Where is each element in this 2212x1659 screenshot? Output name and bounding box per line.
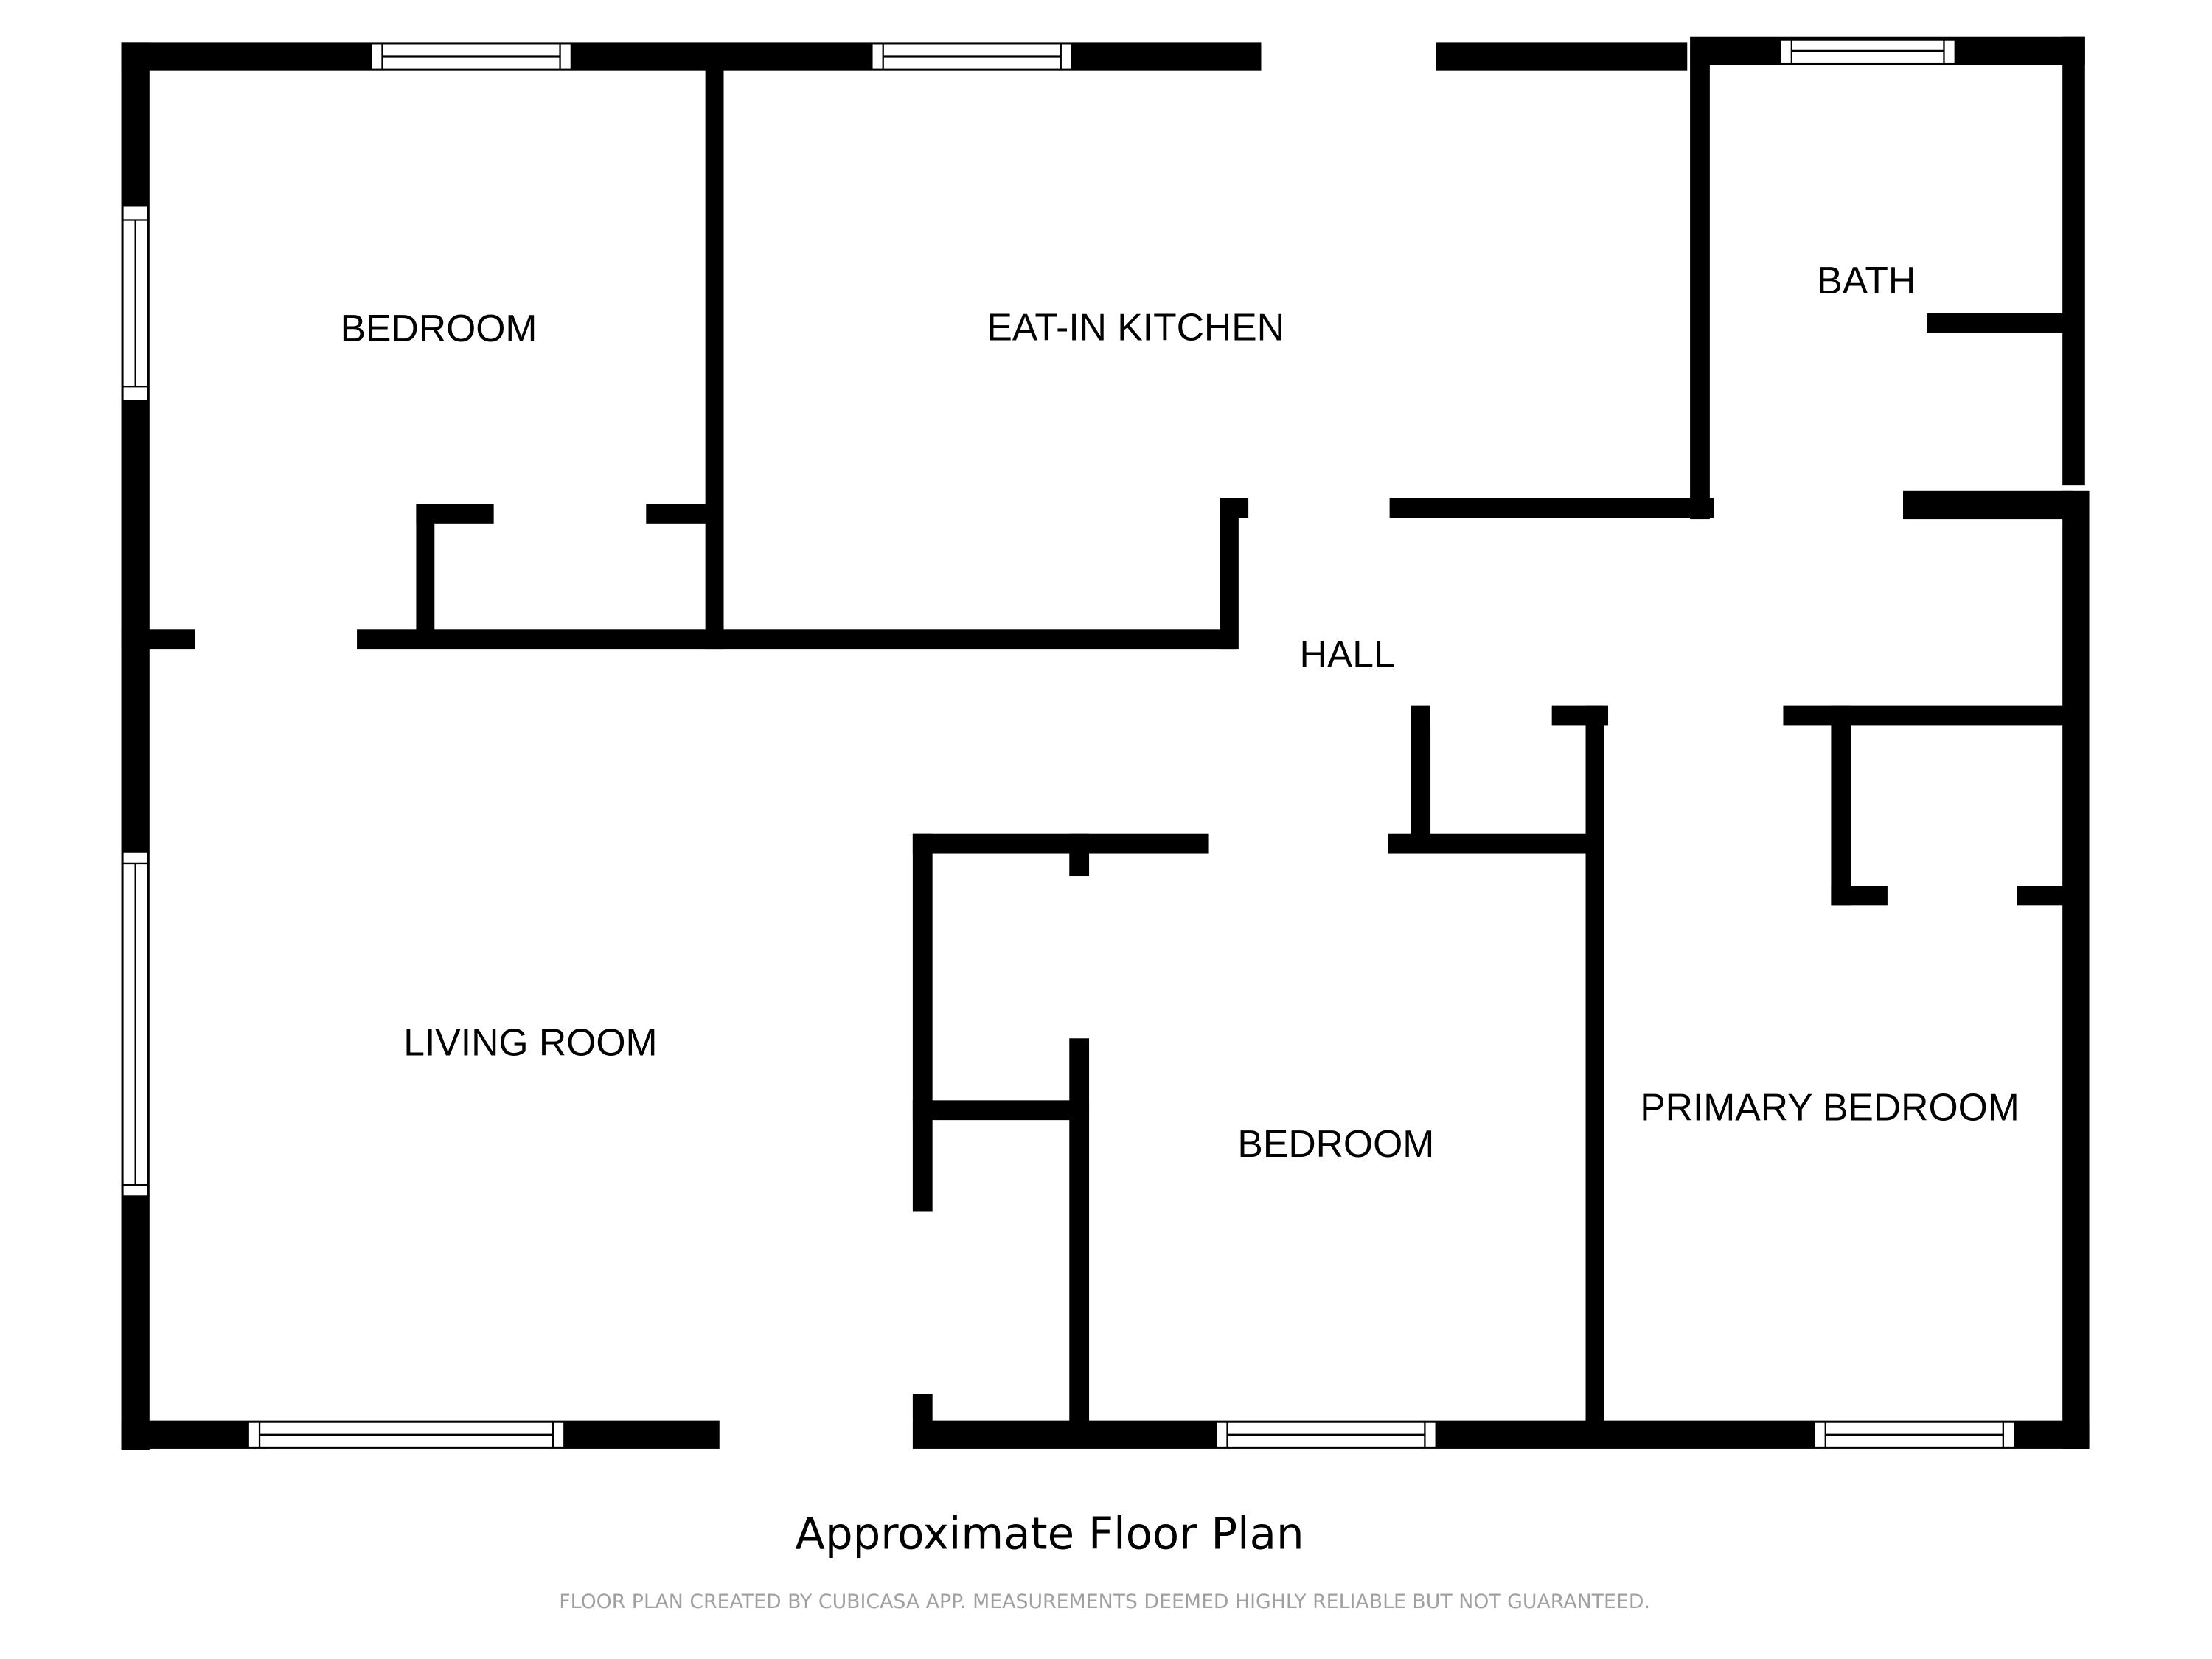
window-icon — [247, 1421, 566, 1449]
closet-living-door — [911, 1211, 934, 1394]
door-openings — [195, 41, 2017, 1450]
closet-side-door — [1068, 876, 1091, 1039]
window-icon — [122, 851, 150, 1197]
room-label-bedroom-s: BEDROOM — [1237, 1122, 1434, 1165]
window-icon — [1215, 1421, 1437, 1449]
window-icon — [1779, 38, 1956, 65]
bedroom-s-door — [1208, 832, 1388, 855]
plan-disclaimer: FLOOR PLAN CREATED BY CUBICASA APP. MEAS… — [559, 1590, 1650, 1613]
window-icon — [370, 43, 573, 70]
windows — [122, 38, 2016, 1449]
hall-closet-door — [1430, 703, 1552, 727]
window-icon — [122, 205, 150, 402]
plan-title: Approximate Floor Plan — [795, 1509, 1304, 1559]
room-label-primary: PRIMARY BEDROOM — [1640, 1085, 2020, 1128]
primary-closet-door — [1887, 884, 2017, 908]
front-door — [719, 1419, 913, 1450]
exterior-walls — [121, 36, 2090, 1450]
bath-door — [1715, 479, 1903, 522]
room-labels: BEDROOM EAT-IN KITCHEN BATH HALL LIVING … — [341, 259, 2020, 1165]
window-icon — [1813, 1421, 2016, 1449]
interior-walls — [121, 65, 2080, 1439]
bedroom-door — [195, 627, 358, 651]
room-label-kitchen: EAT-IN KITCHEN — [987, 305, 1284, 348]
kitchen-exterior-door — [1261, 41, 1436, 72]
room-label-hall: HALL — [1300, 633, 1395, 675]
kitchen-hall-opening — [1248, 496, 1390, 520]
primary-door — [1608, 703, 1784, 727]
bedroom-closet-door — [493, 502, 647, 525]
window-icon — [871, 43, 1074, 70]
room-label-bath: BATH — [1817, 259, 1916, 302]
room-label-living: LIVING ROOM — [403, 1020, 657, 1063]
room-label-bedroom-nw: BEDROOM — [341, 307, 538, 349]
